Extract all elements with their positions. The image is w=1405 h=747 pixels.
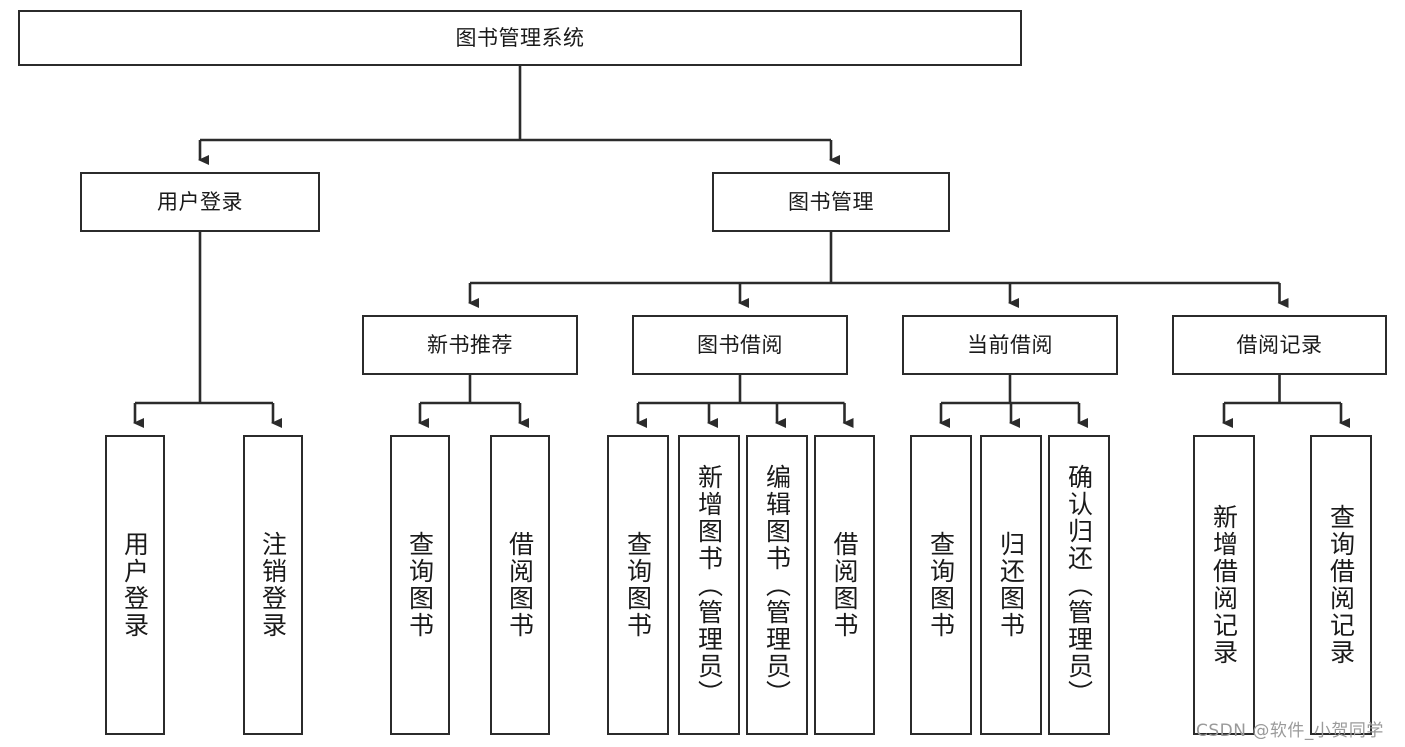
node-label: 图书借阅 bbox=[697, 332, 783, 357]
node-records[interactable]: 借阅记录 bbox=[1172, 315, 1387, 375]
node-l10[interactable]: 归还图书 bbox=[980, 435, 1042, 735]
node-label: 图书管理系统 bbox=[455, 25, 585, 50]
node-l1[interactable]: 用户登录 bbox=[105, 435, 165, 735]
node-label: 借阅图书 bbox=[505, 531, 535, 639]
node-l11[interactable]: 确认归还（管理员） bbox=[1048, 435, 1110, 735]
node-root[interactable]: 图书管理系统 bbox=[18, 10, 1022, 66]
node-label: 查询借阅记录 bbox=[1326, 504, 1356, 666]
node-login[interactable]: 用户登录 bbox=[80, 172, 320, 232]
node-label: 注销登录 bbox=[258, 531, 288, 639]
node-newbook[interactable]: 新书推荐 bbox=[362, 315, 578, 375]
node-label: 借阅图书 bbox=[830, 531, 859, 639]
node-label: 借阅记录 bbox=[1236, 332, 1323, 357]
node-l13[interactable]: 查询借阅记录 bbox=[1310, 435, 1372, 735]
node-l12[interactable]: 新增借阅记录 bbox=[1193, 435, 1255, 735]
node-label: 新增借阅记录 bbox=[1209, 504, 1239, 666]
node-label: 新书推荐 bbox=[427, 332, 513, 357]
node-label: 查询图书 bbox=[926, 531, 956, 639]
node-l7[interactable]: 编辑图书（管理员） bbox=[746, 435, 808, 735]
node-label: 图书管理 bbox=[788, 189, 874, 214]
node-label: 新增图书（管理员） bbox=[694, 463, 724, 707]
node-l9[interactable]: 查询图书 bbox=[910, 435, 972, 735]
node-label: 当前借阅 bbox=[967, 332, 1053, 357]
node-l6[interactable]: 新增图书（管理员） bbox=[678, 435, 740, 735]
watermark: CSDN @软件_小贺同学 bbox=[1196, 721, 1384, 741]
node-l8[interactable]: 借阅图书 bbox=[814, 435, 875, 735]
node-current[interactable]: 当前借阅 bbox=[902, 315, 1118, 375]
node-label: 归还图书 bbox=[996, 531, 1026, 639]
node-l5[interactable]: 查询图书 bbox=[607, 435, 669, 735]
node-label: 编辑图书（管理员） bbox=[762, 463, 792, 707]
node-l3[interactable]: 查询图书 bbox=[390, 435, 450, 735]
node-label: 确认归还（管理员） bbox=[1064, 463, 1094, 707]
node-l2[interactable]: 注销登录 bbox=[243, 435, 303, 735]
node-label: 用户登录 bbox=[120, 531, 150, 639]
node-label: 查询图书 bbox=[405, 531, 435, 639]
node-bookmgmt[interactable]: 图书管理 bbox=[712, 172, 950, 232]
node-l4[interactable]: 借阅图书 bbox=[490, 435, 550, 735]
node-label: 用户登录 bbox=[157, 189, 243, 214]
node-borrow[interactable]: 图书借阅 bbox=[632, 315, 848, 375]
node-label: 查询图书 bbox=[623, 531, 653, 639]
